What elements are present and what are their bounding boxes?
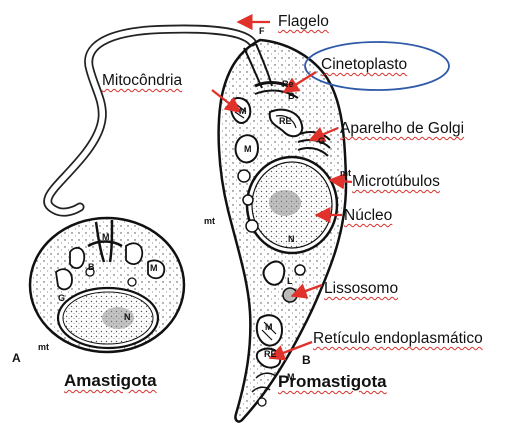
label-lissosomo: Lissosomo — [324, 280, 398, 298]
label-reticulo: Retículo endoplasmático — [313, 330, 483, 348]
letter-m-mid: M — [244, 144, 252, 154]
letter-re-low: RE — [264, 349, 277, 359]
label-microtubulos: Microtúbulos — [352, 173, 440, 191]
label-mitocondria: Mitocôndria — [102, 72, 182, 90]
letter-m-top: M — [239, 106, 247, 116]
letter-m-low: M — [265, 322, 273, 332]
letter-mt-right: mt — [340, 168, 351, 178]
letter-re-top: Re — [282, 79, 294, 89]
panel-letter-a: A — [12, 351, 21, 365]
label-nucleo: Núcleo — [344, 207, 392, 225]
letter-ama-m2: M — [150, 263, 158, 273]
letter-ama-g: G — [58, 293, 65, 303]
letter-b-top: B — [288, 91, 295, 101]
label-cinetoplasto: Cinetoplasto — [321, 56, 407, 74]
letter-n-pro: N — [288, 234, 295, 244]
caption-promastigota: Promastigota — [278, 372, 387, 392]
caption-amastigota: Amastigota — [64, 371, 157, 391]
letter-ama-n: N — [124, 312, 131, 322]
letter-mt-left: mt — [204, 216, 215, 226]
label-flagelo: Flagelo — [278, 13, 329, 31]
letter-g: G — [318, 136, 325, 146]
letter-l: L — [287, 276, 293, 286]
letter-f: F — [259, 26, 265, 36]
letter-re-mid: RE — [279, 116, 292, 126]
letter-ama-m: M — [102, 232, 110, 242]
panel-letter-b: B — [302, 353, 311, 367]
letter-ama-mt: mt — [38, 342, 49, 352]
label-golgi: Aparelho de Golgi — [340, 120, 464, 138]
promastigote-cell — [219, 40, 346, 422]
letter-ama-b: B — [88, 262, 95, 272]
